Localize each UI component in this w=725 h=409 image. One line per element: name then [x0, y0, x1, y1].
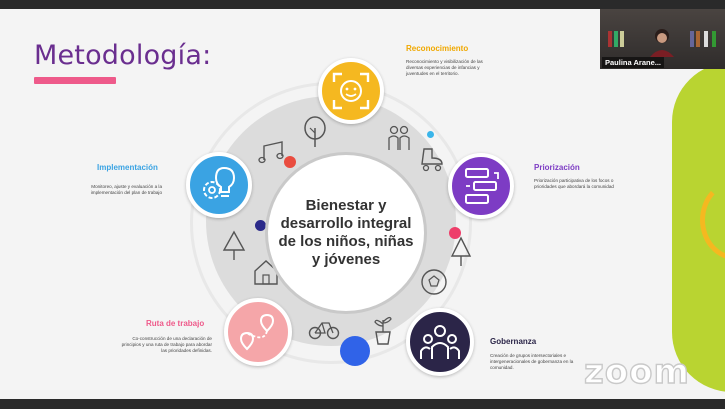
accent-dot-navy [255, 220, 266, 231]
bicycle-icon [308, 318, 340, 340]
ruta-description: Co-construcción de una declaración de pr… [120, 336, 212, 353]
bulb-gear-icon [198, 164, 240, 206]
zoom-watermark: zoom [584, 352, 690, 392]
participant-name: Paulina Arane... [602, 57, 664, 68]
priorizacion-node [448, 153, 514, 219]
face-scan-icon [330, 70, 372, 112]
bottom-window-bar [0, 399, 725, 409]
gobernanza-node [406, 308, 474, 376]
implementacion-title: Implementación [97, 163, 158, 172]
list-flow-icon [460, 165, 502, 207]
reconocimiento-title: Reconocimiento [406, 44, 468, 53]
tree-icon [302, 116, 328, 148]
gobernanza-description: Creación de grupos intersectoriales e in… [490, 353, 582, 370]
implementacion-node [186, 152, 252, 218]
rollerskate-icon [418, 146, 446, 172]
ruta-node [224, 298, 292, 366]
accent-dot-red [284, 156, 296, 168]
ruta-title: Ruta de trabajo [146, 319, 204, 328]
group-people-icon [419, 321, 461, 363]
reconocimiento-description: Reconocimiento y visibilización de las d… [406, 59, 498, 76]
family-icon [386, 124, 412, 152]
accent-dot-blue [340, 336, 370, 366]
participant-video-tile[interactable]: Paulina Arane... [600, 9, 725, 69]
priorizacion-title: Priorización [534, 163, 580, 172]
implementacion-description: Monitoreo, ajuste y evaluación a la impl… [84, 184, 162, 196]
top-window-bar [0, 0, 725, 9]
reconocimiento-node [318, 58, 384, 124]
center-circle: Bienestar y desarrollo integral de los n… [268, 155, 424, 311]
plant-pot-icon [372, 312, 394, 346]
gobernanza-title: Gobernanza [490, 337, 536, 346]
accent-dot-pink [449, 227, 461, 239]
tree-icon-2 [222, 230, 246, 262]
accent-dot-cyan [427, 131, 434, 138]
tree-icon-3 [450, 236, 472, 268]
route-pin-icon [237, 311, 279, 353]
center-text: Bienestar y desarrollo integral de los n… [276, 197, 416, 269]
slide-title: Metodología: [34, 40, 211, 71]
participant-avatar [650, 27, 674, 57]
priorizacion-description: Priorización participativa de los focos … [534, 178, 618, 190]
soccer-ball-icon [420, 268, 448, 296]
title-underline [34, 77, 116, 84]
